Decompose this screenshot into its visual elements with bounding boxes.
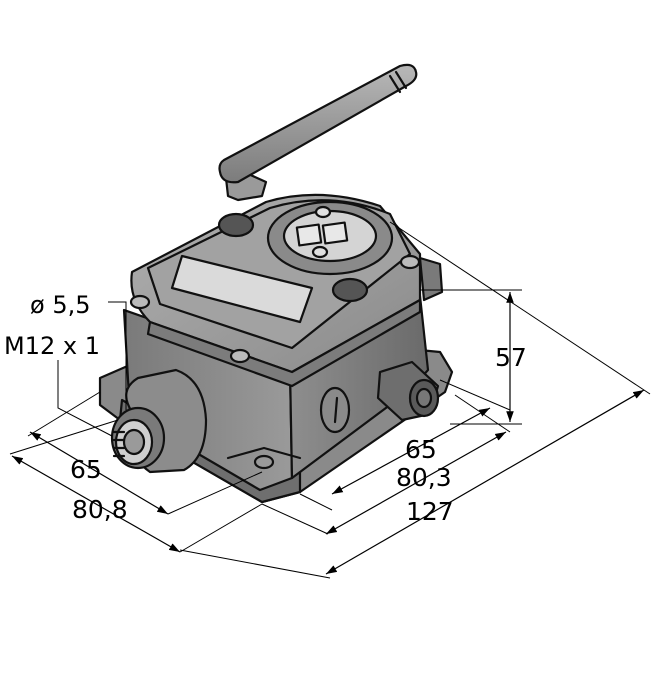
status-led-right [321,221,349,245]
leader-hole-diameter [108,301,127,410]
dim-line-overall [325,389,645,575]
status-led-left [295,223,323,247]
dim-line-left-outer [11,455,181,553]
screw-front-center [229,348,251,364]
lid-hole-left [217,212,255,238]
label-overall-length: 127 [406,497,454,526]
device-illustration [98,63,454,504]
screw-front-left [129,294,151,310]
leader-connector-thread [57,360,113,437]
label-right-outer: 80,3 [396,463,452,492]
label-height: 57 [495,343,527,372]
label-right-inner: 65 [405,435,437,464]
dimension-geometry [9,221,651,579]
flange-hole [253,454,275,470]
label-hole-diameter: ø 5,5 [30,291,90,319]
label-left-outer: 80,8 [72,495,128,524]
label-connector-thread: M12 x 1 [4,332,100,360]
dimension-labels: ø 5,5 M12 x 1 57 65 80,3 127 65 80,8 [4,291,527,526]
display-window [170,254,314,324]
antenna-rod [218,63,418,184]
label-left-inner: 65 [70,455,102,484]
screw-right [399,254,421,270]
lid-hole-right [331,277,369,303]
